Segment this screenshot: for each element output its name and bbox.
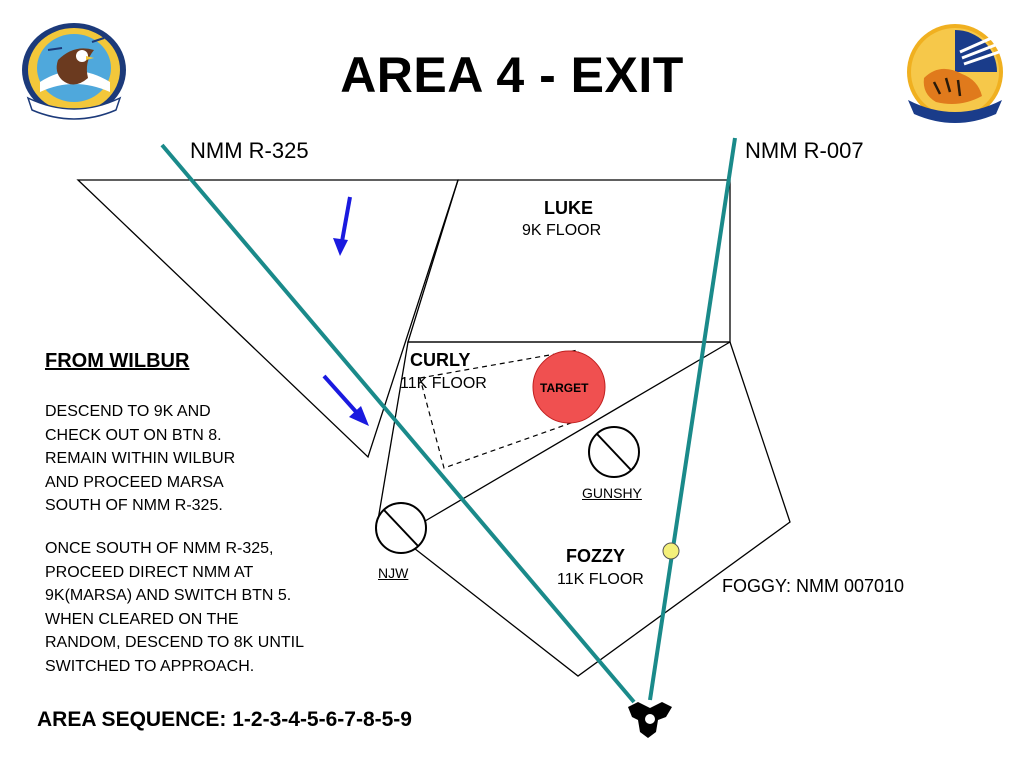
para2-line: PROCEED DIRECT NMM AT: [45, 563, 254, 581]
gunshy-fix-symbol: [588, 426, 640, 478]
target-label: TARGET: [540, 381, 589, 395]
fozzy-floor: 11K FLOOR: [557, 571, 644, 588]
wilbur-area-outline: [76, 179, 459, 459]
njw-label: NJW: [378, 565, 409, 581]
curly-floor: 11K FLOOR: [400, 375, 487, 392]
instructions-para-2: ONCE SOUTH OF NMM R-325, PROCEED DIRECT …: [45, 537, 304, 678]
njw-fix-symbol: [375, 502, 427, 554]
njw-radial-line: [419, 341, 731, 525]
foggy-label: FOGGY: NMM 007010: [722, 576, 905, 596]
para2-line: ONCE SOUTH OF NMM R-325,: [45, 540, 274, 557]
para1-line: REMAIN WITHIN WILBUR: [45, 450, 236, 467]
instructions-heading: FROM WILBUR: [45, 350, 190, 372]
fozzy-name: FOZZY: [566, 546, 625, 566]
traron-nine-badge: [900, 22, 1010, 133]
luke-name: LUKE: [544, 198, 593, 218]
para2-line: WHEN CLEARED ON THE: [45, 610, 239, 628]
luke-floor: 9K FLOOR: [522, 222, 602, 239]
descent-arrow-2: [322, 374, 369, 426]
radial-r007-line: [648, 137, 737, 701]
squadron-seven-badge: [18, 20, 130, 131]
radial-r325-label: NMM R-325: [190, 138, 309, 163]
para1-line: AND PROCEED MARSA: [45, 473, 224, 491]
foggy-point: [662, 542, 680, 560]
para1-line: DESCEND TO 9K AND: [45, 403, 211, 420]
fozzy-area-outline: [377, 341, 791, 677]
curly-name: CURLY: [410, 350, 471, 370]
radial-r325-line: [160, 143, 636, 704]
para2-line: 9K(MARSA) AND SWITCH BTN 5.: [45, 587, 292, 604]
para2-line: RANDOM, DESCEND TO 8K UNTIL: [45, 634, 305, 651]
descent-arrow-1: [333, 196, 352, 256]
gunshy-label: GUNSHY: [582, 485, 642, 501]
radial-r007-label: NMM R-007: [745, 138, 864, 163]
page-title: AREA 4 - EXIT: [340, 47, 684, 103]
area-sequence: AREA SEQUENCE: 1-2-3-4-5-6-7-8-5-9: [37, 708, 412, 731]
para2-line: SWITCHED TO APPROACH.: [45, 657, 255, 675]
instructions-para-1: DESCEND TO 9K AND CHECK OUT ON BTN 8. RE…: [45, 400, 235, 518]
target-marker: [532, 350, 606, 424]
para1-line: CHECK OUT ON BTN 8.: [45, 426, 222, 444]
para1-line: SOUTH OF NMM R-325.: [45, 497, 223, 514]
nmm-tacan-icon: [628, 702, 672, 738]
